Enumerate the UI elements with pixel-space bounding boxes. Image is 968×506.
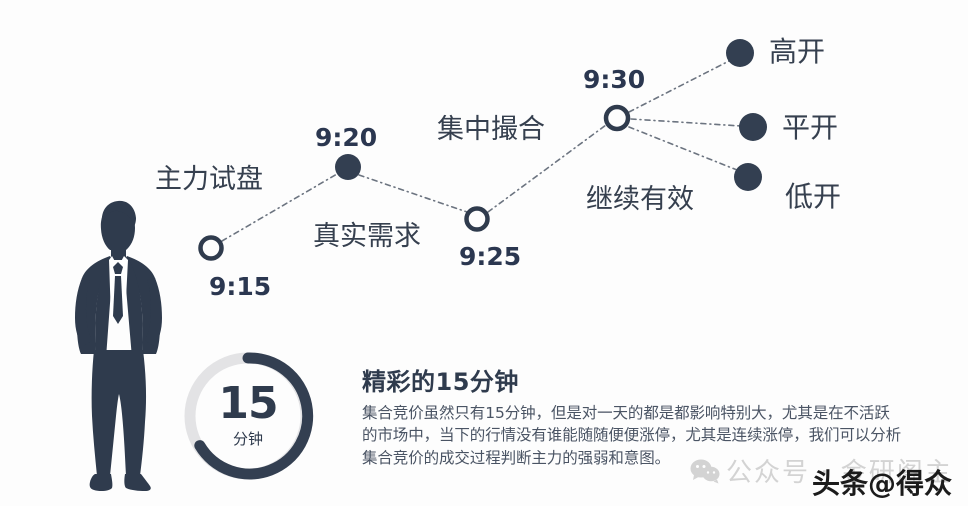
node-outcome-low[interactable] bbox=[734, 163, 762, 191]
node-920-filled[interactable] bbox=[335, 154, 361, 180]
gauge-unit: 分钟 bbox=[232, 429, 263, 448]
wechat-icon bbox=[690, 459, 720, 483]
node-925-hollow[interactable] bbox=[464, 206, 490, 232]
edge-930-low bbox=[628, 126, 738, 171]
stage-label-jizhong-cuohe: 集中撮合 bbox=[437, 114, 545, 145]
stage-label-zhenshi-xuqiu: 真实需求 bbox=[313, 221, 421, 252]
edge-930-flat bbox=[630, 118, 742, 127]
watermark-dark-text: 头条@得众 bbox=[812, 467, 953, 500]
node-915-hollow[interactable] bbox=[198, 235, 224, 261]
node-outcome-high[interactable] bbox=[726, 39, 754, 67]
watermark-gray-text: 公众号 · 金研阁主 bbox=[726, 458, 953, 488]
edge-920-925 bbox=[358, 174, 468, 213]
time-label-925: 9:25 bbox=[459, 242, 522, 271]
donut-gauge-icon: 15 分钟 bbox=[180, 348, 316, 484]
node-930-hollow[interactable] bbox=[603, 104, 631, 132]
stage-label-jixu-youxiao: 继续有效 bbox=[586, 184, 694, 215]
summary-body: 集合竞价虽然只有15分钟，但是对一天的都是都影响特别大，尤其是在不活跃的市场中，… bbox=[362, 403, 902, 467]
outcome-label-gaokai: 高开 bbox=[769, 35, 826, 68]
time-label-920: 9:20 bbox=[315, 123, 378, 152]
businessman-silhouette-icon bbox=[52, 198, 202, 498]
outcome-label-pingkai: 平开 bbox=[782, 111, 839, 144]
summary-block: 精彩的15分钟 集合竞价虽然只有15分钟，但是对一天的都是都影响特别大，尤其是在… bbox=[362, 368, 910, 469]
gauge-progress-arc bbox=[194, 352, 314, 480]
stage-label-zhuli-shipan: 主力试盘 bbox=[155, 164, 263, 195]
time-label-915: 9:15 bbox=[209, 272, 272, 301]
time-label-930: 9:30 bbox=[583, 65, 646, 94]
gauge-value: 15 bbox=[218, 378, 278, 430]
outcome-label-dikai: 低开 bbox=[785, 180, 842, 213]
node-outcome-flat[interactable] bbox=[739, 113, 767, 141]
watermark-wechat: 公众号 · 金研阁主 bbox=[690, 452, 953, 489]
gauge-center-text: 15 分钟 bbox=[180, 348, 316, 484]
summary-title: 精彩的15分钟 bbox=[362, 368, 519, 396]
